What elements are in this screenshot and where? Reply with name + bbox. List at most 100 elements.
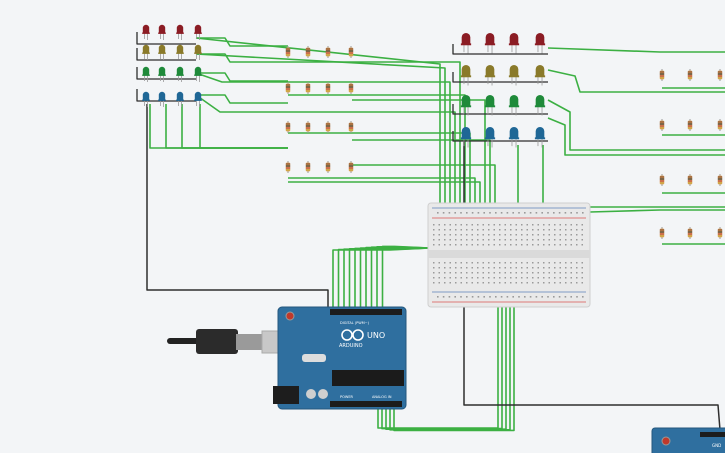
resistor[interactable] [325,121,331,133]
wire[interactable] [195,94,456,232]
reset-button-icon[interactable] [285,311,295,321]
led-green[interactable] [508,94,520,116]
led-yellow[interactable] [484,64,496,86]
wire[interactable] [196,72,288,82]
wire[interactable] [195,37,441,232]
wire[interactable] [547,99,725,151]
resistor[interactable] [285,121,291,133]
resistor[interactable] [305,82,311,94]
resistor[interactable] [687,227,693,239]
led-red[interactable] [534,32,546,54]
resistor[interactable] [687,119,693,131]
led-yellow[interactable] [508,64,520,86]
resistor[interactable] [348,46,354,58]
wire[interactable] [547,117,725,156]
wire[interactable] [136,67,196,80]
breadboard[interactable] [427,202,591,308]
wire[interactable] [370,246,431,309]
wire[interactable] [196,53,288,63]
wire[interactable] [348,247,431,309]
wire[interactable] [332,247,431,309]
resistor[interactable] [305,121,311,133]
resistor[interactable] [325,82,331,94]
resistor[interactable] [305,161,311,173]
resistor[interactable] [348,161,354,173]
wire[interactable] [199,104,288,149]
resistor[interactable] [717,227,723,239]
led-blue[interactable] [176,91,184,107]
resistor[interactable] [687,69,693,81]
resistor[interactable] [659,119,665,131]
led-red[interactable] [158,24,166,40]
led-red[interactable] [194,24,202,40]
wire[interactable] [393,245,515,432]
wire[interactable] [288,61,461,232]
resistor[interactable] [717,119,723,131]
wire[interactable] [589,209,725,213]
resistor[interactable] [285,82,291,94]
resistor[interactable] [285,161,291,173]
led-green[interactable] [484,94,496,116]
led-blue[interactable] [158,91,166,107]
led-yellow[interactable] [194,44,202,60]
resistor[interactable] [717,69,723,81]
led-green[interactable] [158,66,166,82]
led-green[interactable] [460,94,472,116]
led-blue[interactable] [142,91,150,107]
wires-layer[interactable] [136,32,725,432]
resistor[interactable] [325,161,331,173]
wire[interactable] [195,72,451,232]
leds-layer[interactable] [142,24,546,148]
resistor[interactable] [348,121,354,133]
wire[interactable] [136,89,196,102]
wire[interactable] [352,139,491,232]
led-yellow[interactable] [534,64,546,86]
wire[interactable] [547,47,725,53]
led-red[interactable] [142,24,150,40]
led-red[interactable] [484,32,496,54]
resistor[interactable] [348,82,354,94]
wire[interactable] [343,247,431,309]
wire[interactable] [376,246,431,309]
led-green[interactable] [142,66,150,82]
led-blue[interactable] [460,126,472,148]
wire[interactable] [146,104,329,307]
second-board[interactable]: GND [651,427,725,453]
wire[interactable] [547,69,725,93]
wire[interactable] [365,246,431,309]
led-green[interactable] [534,94,546,116]
resistor[interactable] [659,227,665,239]
led-yellow[interactable] [176,44,184,60]
led-red[interactable] [508,32,520,54]
led-yellow[interactable] [142,44,150,60]
resistor[interactable] [659,174,665,186]
wire[interactable] [381,245,431,309]
resistors-layer[interactable] [285,46,723,239]
led-red[interactable] [460,32,472,54]
arduino-uno-board[interactable]: ARDUINO UNO DIGITAL (PWM~) POWER ANALOG … [273,306,407,410]
wire[interactable] [337,247,431,309]
wire[interactable] [196,94,288,104]
led-yellow[interactable] [460,64,472,86]
resistor[interactable] [285,46,291,58]
wire[interactable] [352,99,486,232]
resistor[interactable] [687,174,693,186]
led-blue[interactable] [508,126,520,148]
led-blue[interactable] [534,126,546,148]
led-blue[interactable] [194,91,202,107]
led-green[interactable] [194,66,202,82]
resistor[interactable] [659,69,665,81]
resistor[interactable] [717,174,723,186]
wire[interactable] [165,104,288,149]
led-red[interactable] [176,24,184,40]
usb-cable-icon[interactable] [167,329,297,354]
reset-button-icon[interactable] [661,436,671,446]
led-yellow[interactable] [158,44,166,60]
wire[interactable] [136,32,196,45]
resistor[interactable] [325,46,331,58]
wire[interactable] [136,48,196,61]
wire[interactable] [181,104,288,149]
resistor[interactable] [305,46,311,58]
led-green[interactable] [176,66,184,82]
